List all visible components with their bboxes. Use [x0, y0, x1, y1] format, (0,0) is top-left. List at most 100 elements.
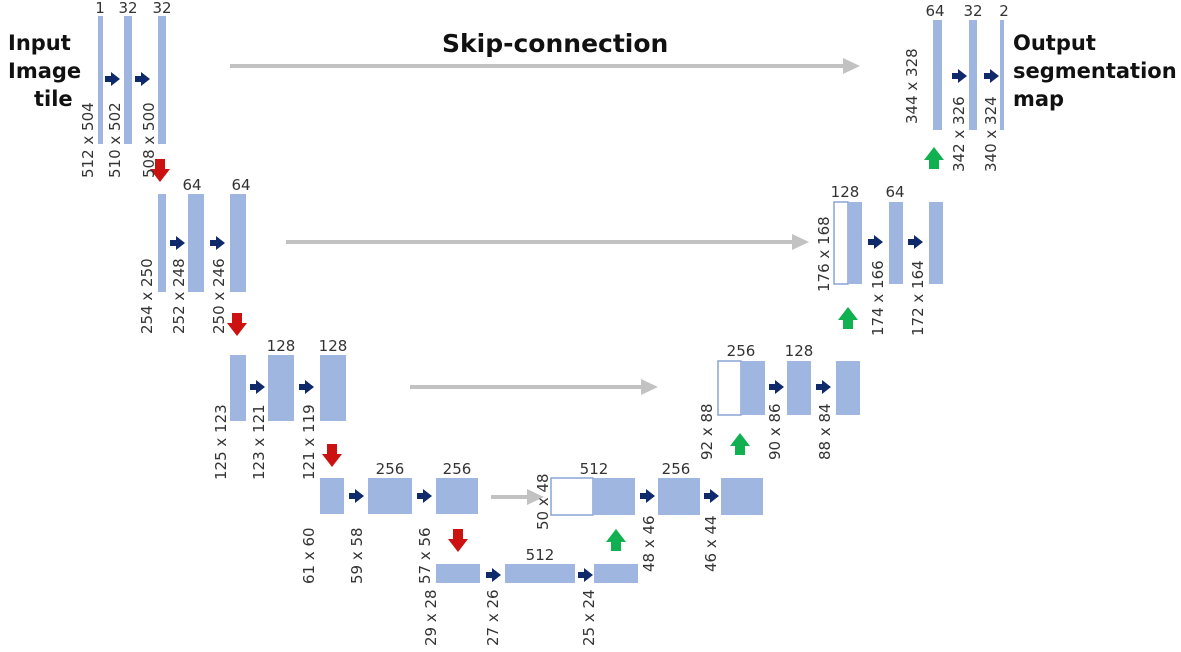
size-label: 92 x 88: [698, 403, 716, 460]
size-label: 88 x 84: [816, 403, 834, 460]
channel-label: 128: [831, 183, 860, 201]
size-label: 46 x 44: [702, 515, 720, 572]
skip-connection-title: Skip-connection: [442, 29, 668, 58]
up-arrows: [606, 147, 944, 551]
size-label: 29 x 28: [422, 589, 440, 646]
feature-map-enc3-pool: [230, 355, 246, 421]
output-label-line-1: Output: [1013, 31, 1096, 55]
channel-label: 1: [95, 0, 105, 17]
channel-label: 64: [231, 176, 250, 194]
conv-arrow: [135, 72, 150, 86]
feature-map-dec3-up: [741, 361, 765, 415]
input-label-line-3: tile: [34, 87, 73, 111]
size-label: 123 x 121: [250, 404, 268, 480]
size-label: 125 x 123: [212, 404, 230, 480]
up-arrow: [838, 307, 858, 329]
feature-map-dec1-merged: [933, 20, 942, 130]
feature-map-dec3-conv2: [836, 361, 860, 415]
size-label: 176 x 168: [815, 216, 833, 292]
feature-map-bottleneck-pool: [436, 564, 480, 583]
conv-arrow: [578, 568, 593, 582]
feature-map-dec3-skip: [717, 360, 742, 416]
channel-label: 256: [376, 460, 405, 478]
size-label: 48 x 46: [640, 515, 658, 572]
feature-map-dec1-conv1: [969, 20, 977, 130]
conv-arrow: [250, 380, 265, 394]
size-label: 510 x 502: [106, 102, 124, 178]
channel-label: 64: [182, 176, 201, 194]
skip-connections: [230, 58, 860, 505]
conv-arrow: [868, 235, 883, 249]
conv-arrow: [952, 69, 967, 83]
size-label: 252 x 248: [170, 258, 188, 334]
channel-label: 512: [526, 546, 555, 564]
up-arrow: [606, 529, 626, 551]
feature-map-dec3-conv1: [787, 361, 811, 415]
size-label: 121 x 119: [300, 404, 318, 480]
channel-label: 512: [580, 460, 609, 478]
down-arrows: [150, 159, 468, 552]
conv-arrow: [210, 236, 225, 250]
channel-label: 2: [999, 2, 1009, 20]
conv-arrow: [170, 236, 185, 250]
conv-arrow: [105, 72, 120, 86]
down-arrow: [322, 444, 342, 467]
feature-map-bottleneck-conv1: [505, 564, 575, 583]
feature-map-dec2-skip: [833, 201, 849, 285]
conv-arrow: [299, 380, 314, 394]
size-label: 61 x 60: [300, 527, 318, 584]
size-label: 50 x 48: [534, 473, 552, 530]
size-label: 90 x 86: [766, 403, 784, 460]
feature-map-dec2-up: [848, 202, 862, 284]
size-label: 250 x 246: [210, 258, 228, 334]
feature-map-dec1-output: [1000, 20, 1004, 130]
feature-map-enc2-pool: [158, 194, 166, 292]
channel-label: 128: [267, 337, 296, 355]
feature-map-input: [98, 16, 103, 144]
channel-label: 32: [152, 0, 171, 17]
conv-arrow: [704, 489, 719, 503]
size-label: 27 x 26: [484, 589, 502, 646]
feature-map-enc4-pool: [320, 478, 344, 514]
skip-arrow-level-3: [410, 379, 658, 395]
feature-maps: [98, 16, 1004, 583]
feature-map-enc4-conv2: [436, 478, 478, 514]
up-arrow: [730, 433, 750, 455]
feature-map-enc2-conv1: [188, 194, 204, 292]
conv-arrow: [640, 489, 655, 503]
size-label: 25 x 24: [580, 589, 598, 646]
size-label: 174 x 166: [869, 260, 887, 336]
size-label: 59 x 58: [348, 527, 366, 584]
channel-labels: 1 32 32 64 64 128 128 256 256 512 512 25…: [95, 0, 1009, 564]
channel-label: 32: [118, 0, 137, 17]
feature-map-dec2-conv1: [889, 202, 903, 284]
channel-label: 256: [443, 460, 472, 478]
conv-arrow: [486, 568, 501, 582]
output-label: Output segmentation map: [1013, 31, 1177, 111]
input-label: Input Image tile: [8, 31, 81, 111]
feature-map-enc4-conv1: [368, 478, 412, 514]
conv-arrow: [349, 489, 364, 503]
feature-map-dec2-conv2: [929, 202, 943, 284]
feature-map-dec4-up: [593, 478, 635, 515]
conv-arrows: [105, 69, 999, 582]
skip-arrow-level-1: [230, 58, 860, 74]
skip-arrow-level-4: [491, 489, 544, 505]
channel-label: 256: [727, 342, 756, 360]
size-label: 172 x 164: [909, 260, 927, 336]
conv-arrow: [769, 380, 784, 394]
input-label-line-2: Image: [8, 59, 81, 83]
input-label-line-1: Input: [8, 31, 71, 55]
down-arrow: [448, 529, 468, 552]
feature-map-enc1-conv2: [158, 16, 166, 144]
size-label: 508 x 500: [140, 102, 158, 178]
channel-label: 32: [963, 2, 982, 20]
conv-arrow: [908, 235, 923, 249]
channel-label: 128: [319, 337, 348, 355]
size-label: 340 x 324: [982, 96, 1000, 172]
feature-map-enc2-conv2: [230, 194, 246, 292]
size-label: 57 x 56: [416, 527, 434, 584]
feature-map-bottleneck-conv2: [594, 564, 638, 583]
feature-map-enc3-conv2: [320, 355, 346, 421]
